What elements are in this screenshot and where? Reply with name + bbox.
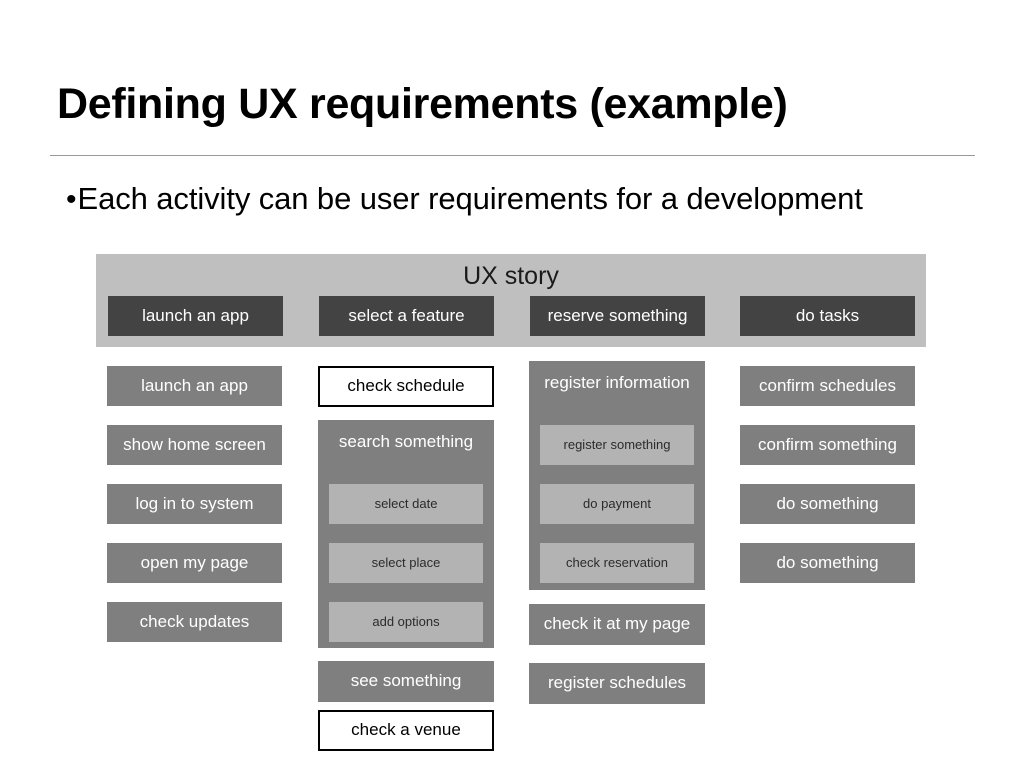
subtask-card-register-something[interactable]: register something (540, 425, 694, 465)
backbone-card-select-a-feature[interactable]: select a feature (319, 296, 494, 336)
subtask-card-label: add options (372, 613, 440, 629)
task-group-label: search something (338, 432, 474, 451)
task-card-do-something-1[interactable]: do something (740, 484, 915, 524)
task-card-label: open my page (140, 552, 249, 572)
task-card-do-something-2[interactable]: do something (740, 543, 915, 583)
task-card-open-my-page[interactable]: open my page (107, 543, 282, 583)
task-card-launch-an-app[interactable]: launch an app (107, 366, 282, 406)
task-card-label: confirm something (758, 434, 897, 454)
task-card-label: register schedules (548, 673, 686, 693)
task-card-label: check a venue (351, 720, 461, 740)
task-card-confirm-something[interactable]: confirm something (740, 425, 915, 465)
subtask-card-label: select date (374, 495, 438, 511)
subtask-card-do-payment[interactable]: do payment (540, 484, 694, 524)
task-card-check-it-at-my-page[interactable]: check it at my page (529, 604, 705, 645)
bullet-item-text: Each activity can be user requirements f… (77, 181, 863, 216)
subtask-card-check-reservation[interactable]: check reservation (540, 543, 694, 583)
backbone-card-label: select a feature (348, 305, 465, 325)
backbone-card-reserve-something[interactable]: reserve something (530, 296, 705, 336)
task-card-label: show home screen (123, 434, 266, 454)
task-card-label: confirm schedules (758, 375, 896, 395)
task-card-label: launch an app (141, 375, 248, 395)
story-backbone-title: UX story (463, 262, 559, 290)
task-card-label: see something (350, 671, 462, 691)
backbone-card-label: launch an app (142, 305, 249, 325)
task-card-confirm-schedules[interactable]: confirm schedules (740, 366, 915, 406)
task-card-label: check it at my page (543, 614, 691, 634)
task-card-check-updates[interactable]: check updates (107, 602, 282, 642)
task-card-see-something[interactable]: see something (318, 661, 494, 702)
backbone-card-label: reserve something (547, 305, 688, 325)
title-divider (50, 155, 975, 156)
subtask-card-label: select place (371, 554, 441, 570)
subtask-card-select-place[interactable]: select place (329, 543, 483, 583)
page-title: Defining UX requirements (example) (57, 80, 788, 128)
task-card-label: check schedule (347, 376, 465, 396)
task-card-label: check updates (139, 611, 250, 631)
task-card-label: do something (776, 493, 879, 513)
task-card-label: do something (776, 552, 879, 572)
task-card-show-home-screen[interactable]: show home screen (107, 425, 282, 465)
subtask-card-label: do payment (583, 495, 651, 511)
bullet-marker-icon: • (66, 183, 77, 216)
subtask-card-label: register something (563, 436, 671, 452)
backbone-card-do-tasks[interactable]: do tasks (740, 296, 915, 336)
task-card-check-a-venue[interactable]: check a venue (318, 710, 494, 751)
backbone-card-label: do tasks (795, 305, 860, 325)
task-card-log-in-to-system[interactable]: log in to system (107, 484, 282, 524)
task-card-register-schedules[interactable]: register schedules (529, 663, 705, 704)
backbone-card-launch-an-app[interactable]: launch an app (108, 296, 283, 336)
subtask-card-label: check reservation (566, 554, 668, 570)
task-card-label: log in to system (135, 493, 254, 513)
task-card-check-schedule[interactable]: check schedule (318, 366, 494, 407)
subtask-card-add-options[interactable]: add options (329, 602, 483, 642)
task-group-label: register information (544, 373, 690, 392)
subtask-card-select-date[interactable]: select date (329, 484, 483, 524)
bullet-item: • Each activity can be user requirements… (66, 181, 863, 217)
